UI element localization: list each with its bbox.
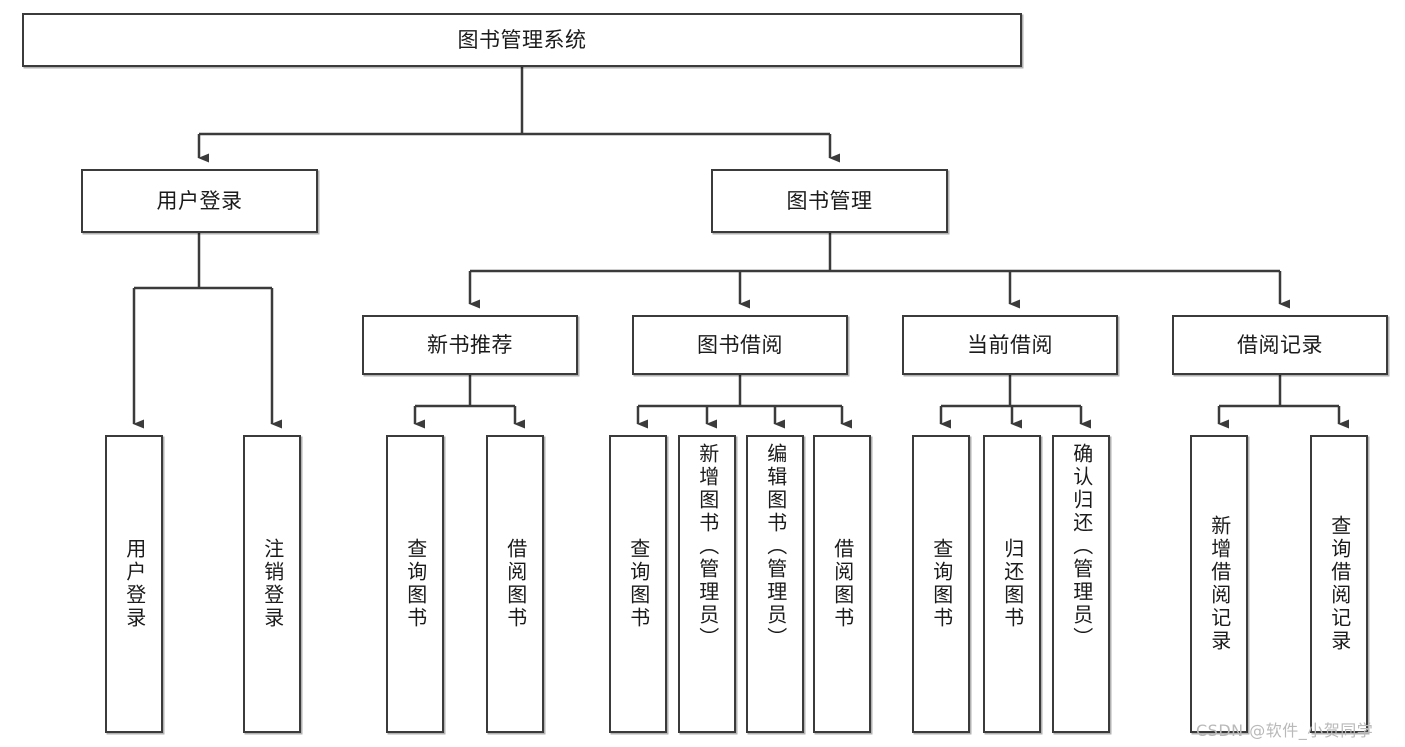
node-borrow-record[interactable]: 借阅记录 [1172,315,1388,375]
node-leaf-add-book-label: 新增图书（管理员） [695,443,720,650]
node-root-label: 图书管理系统 [457,27,587,52]
csdn-watermark: CSDN @软件_小贺同学 [1196,721,1374,740]
node-book-manage[interactable]: 图书管理 [711,169,948,233]
node-leaf-borrow-book-2-label: 借阅图书 [830,538,855,630]
node-leaf-logout[interactable]: 注销登录 [243,435,301,733]
node-user-login[interactable]: 用户登录 [81,169,318,233]
node-leaf-user-login[interactable]: 用户登录 [105,435,163,733]
node-leaf-user-login-label: 用户登录 [122,538,147,630]
node-leaf-query-record-label: 查询借阅记录 [1327,515,1352,653]
node-leaf-query-book-2[interactable]: 查询图书 [609,435,667,733]
node-new-book-rec[interactable]: 新书推荐 [362,315,578,375]
node-leaf-add-record[interactable]: 新增借阅记录 [1190,435,1248,733]
node-leaf-borrow-book-2[interactable]: 借阅图书 [813,435,871,733]
node-leaf-return-book-label: 归还图书 [1000,538,1025,630]
node-book-manage-label: 图书管理 [786,188,873,213]
node-borrow-record-label: 借阅记录 [1237,332,1323,357]
node-leaf-edit-book-label: 编辑图书（管理员） [763,443,788,650]
node-leaf-query-book-1[interactable]: 查询图书 [386,435,444,733]
node-leaf-query-record[interactable]: 查询借阅记录 [1310,435,1368,733]
node-leaf-return-book[interactable]: 归还图书 [983,435,1041,733]
node-book-borrow[interactable]: 图书借阅 [632,315,848,375]
node-current-borrow-label: 当前借阅 [967,332,1053,357]
node-leaf-query-book-2-label: 查询图书 [626,538,651,630]
node-leaf-logout-label: 注销登录 [260,538,285,630]
node-current-borrow[interactable]: 当前借阅 [902,315,1118,375]
node-leaf-borrow-book-1-label: 借阅图书 [503,538,528,630]
node-leaf-query-book-3-label: 查询图书 [929,538,954,630]
node-user-login-label: 用户登录 [156,188,243,213]
node-leaf-add-record-label: 新增借阅记录 [1207,515,1232,653]
node-root[interactable]: 图书管理系统 [22,13,1022,67]
node-leaf-borrow-book-1[interactable]: 借阅图书 [486,435,544,733]
node-new-book-rec-label: 新书推荐 [427,332,513,357]
node-leaf-confirm-return[interactable]: 确认归还（管理员） [1052,435,1110,733]
node-leaf-edit-book[interactable]: 编辑图书（管理员） [746,435,804,733]
node-leaf-query-book-3[interactable]: 查询图书 [912,435,970,733]
node-leaf-add-book[interactable]: 新增图书（管理员） [678,435,736,733]
node-leaf-query-book-1-label: 查询图书 [403,538,428,630]
node-leaf-confirm-return-label: 确认归还（管理员） [1069,443,1094,650]
node-book-borrow-label: 图书借阅 [697,332,783,357]
